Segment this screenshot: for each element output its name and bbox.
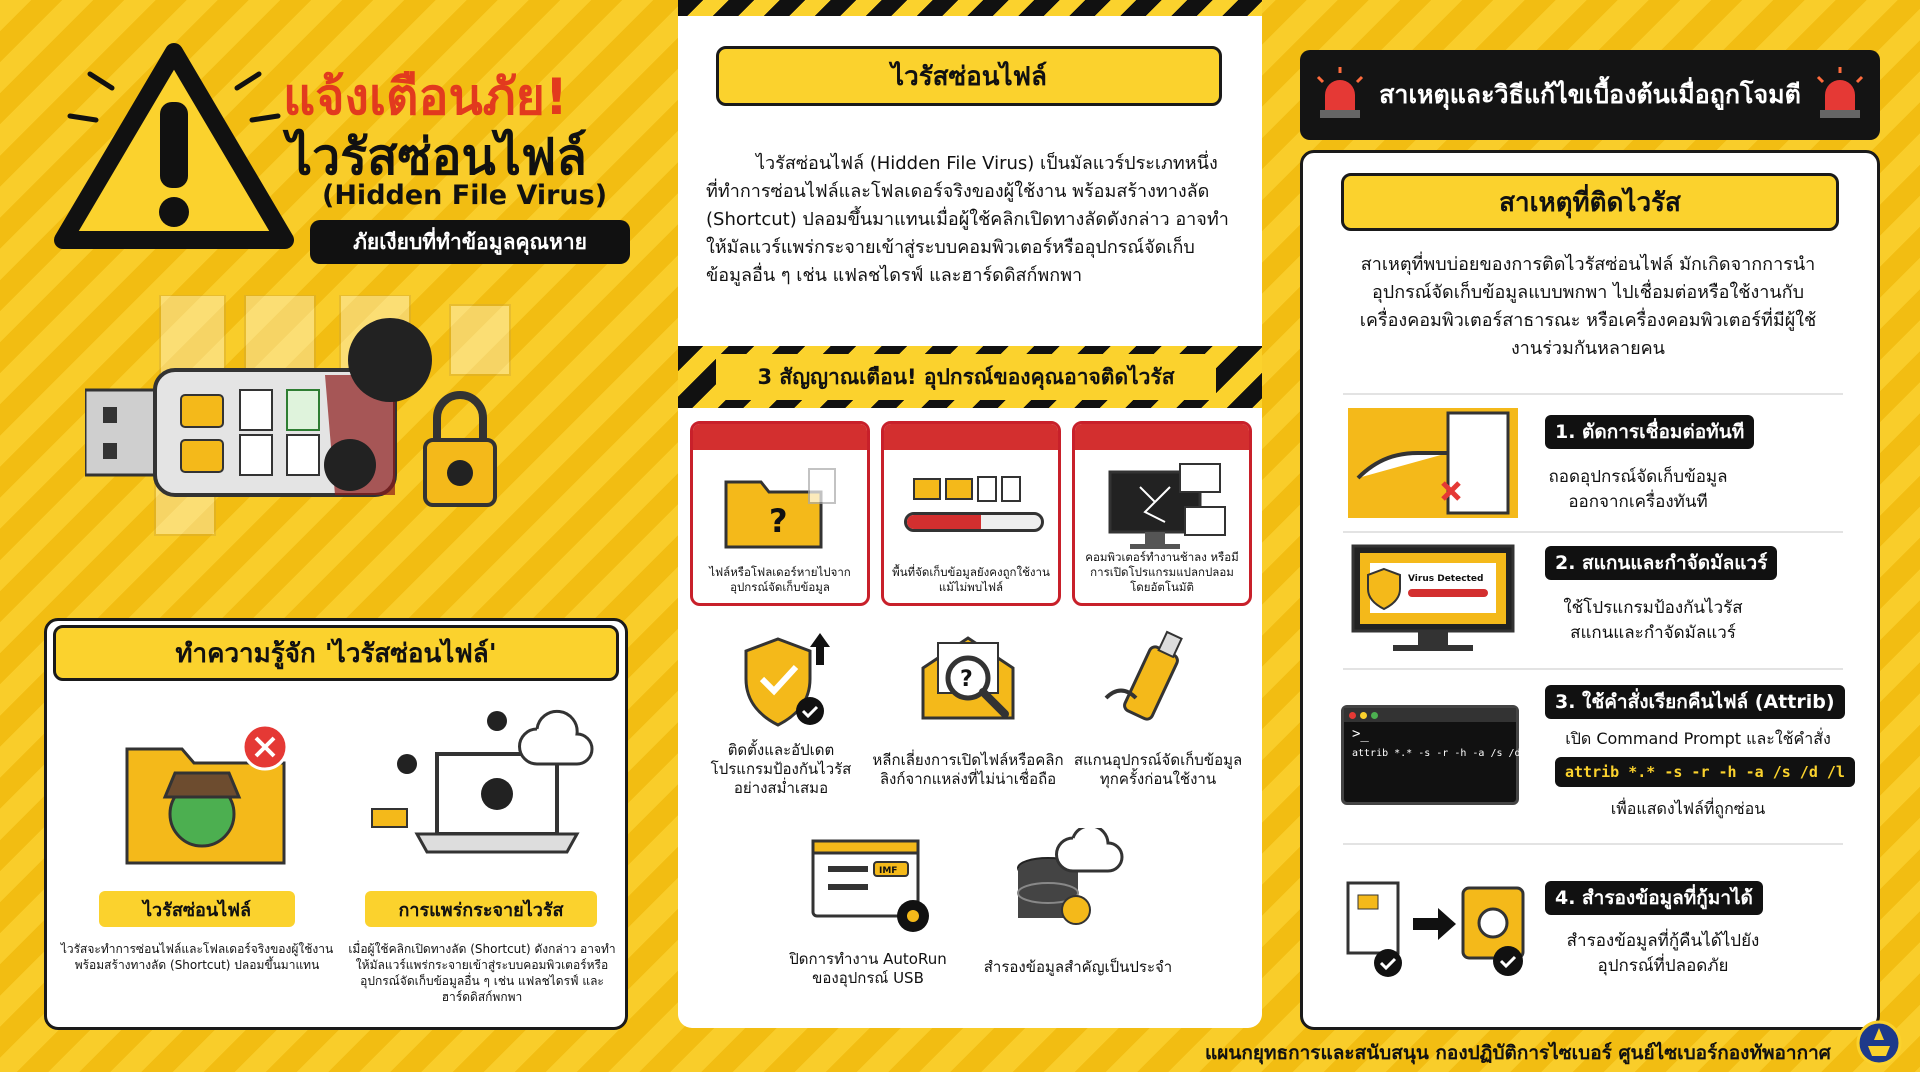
tip-3-text: สแกนอุปกรณ์จัดเก็บข้อมูลทุกครั้งก่อนใช้ง…: [1073, 751, 1243, 788]
middle-panel: ไวรัสซ่อนไฟล์ ไวรัสซ่อนไฟล์ (Hidden File…: [678, 16, 1262, 1028]
step-3-desc: เปิด Command Prompt และใช้คำสั่ง: [1565, 729, 1831, 748]
infected-usb-illustration: [85, 295, 511, 536]
imf-label: IMF: [879, 866, 897, 876]
alarm-light-icon: [1316, 67, 1364, 118]
air-force-emblem-icon: [1856, 1020, 1902, 1066]
alarm-light-icon-right: [1816, 67, 1864, 118]
sign-card-2: พื้นที่จัดเก็บข้อมูลยังคงถูกใช้งาน แม้ไม…: [881, 421, 1061, 606]
virus-spread-laptop-icon: [371, 709, 594, 854]
step-3-title: 3. ใช้คำสั่งเรียกคืนไฟล์ (Attrib): [1545, 685, 1845, 719]
database-backup-icon: [1017, 828, 1124, 925]
solutions-banner: สาเหตุและวิธีแก้ไขเบื้องต้นเมื่อถูกโจมตี: [1300, 50, 1880, 140]
storage-files-icon: [913, 476, 1021, 502]
svg-text:?: ?: [769, 502, 788, 540]
know-panel: ทำความรู้จัก 'ไวรัสซ่อนไฟล์' ไวรัสซ่อนไฟ…: [44, 618, 628, 1030]
step-4-title: 4. สำรองข้อมูลที่กู้มาได้: [1545, 881, 1763, 915]
terminal-close-dot: [1349, 711, 1356, 719]
tip-4-text: ปิดการทำงาน AutoRun ของอุปกรณ์ USB: [789, 950, 947, 987]
alert-heading: แจ้งเตือนภัย!: [283, 68, 568, 126]
step-3-code: attrib *.* -s -r -h -a /s /d /l: [1555, 757, 1855, 787]
warning-title: 3 สัญญาณเตือน! อุปกรณ์ของคุณอาจติดไวรัส: [716, 354, 1216, 400]
know-item1-label: ไวรัสซ่อนไฟล์: [99, 891, 295, 927]
terminal-maximize-dot: [1371, 711, 1378, 719]
autorun-settings-icon: IMF: [811, 839, 929, 932]
know-item1-desc: ไวรัสจะทำการซ่อนไฟล์และโฟลเดอร์จริงของผู…: [60, 942, 334, 972]
hero: แจ้งเตือนภัย! ไวรัสซ่อนไฟล์ (Hidden File…: [30, 30, 630, 610]
terminal-command: attrib *.* -s -r -h -a /s /d /l: [1352, 748, 1539, 759]
unplug-usb-icon: [1348, 408, 1518, 518]
step-1-title: 1. ตัดการเชื่อมต่อทันที: [1545, 415, 1755, 449]
tagline: ภัยเงียบที่ทำข้อมูลคุณหาย: [310, 220, 630, 264]
backup-to-safe-icon: [1346, 881, 1525, 977]
svg-text:?: ?: [960, 667, 973, 692]
know-item2-label: การแพร่กระจายไวรัส: [365, 891, 597, 927]
divider-3: [1343, 668, 1843, 670]
step-4-desc: สำรองข้อมูลที่กู้คืนได้ไปยังอุปกรณ์ที่ปล…: [1566, 931, 1760, 976]
spy-folder-icon: [125, 723, 289, 865]
terminal-window: >_ attrib *.* -s -r -h -a /s /d /l: [1341, 705, 1539, 805]
tip-2-text: หลีกเลี่ยงการเปิดไฟล์หรือคลิกลิงก์จากแหล…: [872, 751, 1064, 788]
virus-detected-label: Virus Detected: [1408, 574, 1483, 584]
solutions-panel: สาเหตุที่ติดไวรัส สาเหตุที่พบบ่อยของการต…: [1300, 150, 1880, 1030]
top-hazard-stripe: [678, 0, 1262, 18]
cause-text: สาเหตุที่พบบ่อยของการติดไวรัสซ่อนไฟล์ มั…: [1359, 254, 1817, 359]
divider-2: [1343, 531, 1843, 533]
terminal-minimize-dot: [1360, 711, 1367, 719]
step-3-desc2: เพื่อแสดงไฟล์ที่ถูกซ่อน: [1610, 799, 1766, 818]
step-2-title: 2. สแกนและกำจัดมัลแวร์: [1545, 546, 1778, 580]
sign-2-text: พื้นที่จัดเก็บข้อมูลยังคงถูกใช้งาน แม้ไม…: [892, 565, 1050, 594]
suspicious-email-icon: ?: [921, 636, 1015, 720]
cause-title: สาเหตุที่ติดไวรัส: [1341, 173, 1839, 231]
tip-1-text: ติดตั้งและอัปเดตโปรแกรมป้องกันไวรัสอย่าง…: [710, 741, 852, 797]
tip-5-text: สำรองข้อมูลสำคัญเป็นประจำ: [983, 958, 1173, 976]
storage-progress-fill: [907, 515, 981, 529]
storage-progress-bar: [904, 512, 1044, 532]
sign-card-3: คอมพิวเตอร์ทำงานช้าลง หรือมีการเปิดโปรแก…: [1072, 421, 1252, 606]
divider-1: [1343, 393, 1843, 395]
step-1-desc: ถอดอุปกรณ์จัดเก็บข้อมูลออกจากเครื่องทันท…: [1548, 467, 1728, 512]
banner-title: สาเหตุและวิธีแก้ไขเบื้องต้นเมื่อถูกโจมตี: [1379, 80, 1801, 109]
middle-title: ไวรัสซ่อนไฟล์: [716, 46, 1222, 106]
divider-4: [1343, 843, 1843, 845]
broken-computer-icon: [1108, 463, 1226, 549]
sign-1-text: ไฟล์หรือโฟลเดอร์หายไปจากอุปกรณ์จัดเก็บข้…: [709, 565, 851, 594]
virus-scan-monitor-icon: Virus Detected: [1351, 544, 1515, 651]
terminal-prompt: >_: [1352, 726, 1369, 742]
shield-update-icon: [744, 633, 830, 727]
missing-folder-icon: ?: [724, 468, 836, 549]
warning-triangle-icon: [54, 43, 294, 249]
sign-card-1: ? ไฟล์หรือโฟลเดอร์หายไปจากอุปกรณ์จัดเก็บ…: [690, 421, 870, 606]
page-subtitle: (Hidden File Virus): [322, 180, 608, 211]
middle-intro: ไวรัสซ่อนไฟล์ (Hidden File Virus) เป็นมั…: [706, 153, 1229, 286]
scan-usb-icon: [1104, 630, 1183, 721]
page-title: ไวรัสซ่อนไฟล์: [287, 128, 587, 186]
footer-credit: แผนกยุทธการและสนับสนุน กองปฏิบัติการไซเบ…: [1205, 1042, 1831, 1064]
step-2-desc: ใช้โปรแกรมป้องกันไวรัสสแกนและกำจัดมัลแวร…: [1563, 598, 1743, 643]
sign-3-text: คอมพิวเตอร์ทำงานช้าลง หรือมีการเปิดโปรแก…: [1085, 550, 1239, 594]
know-title: ทำความรู้จัก 'ไวรัสซ่อนไฟล์': [53, 625, 619, 681]
know-item2-desc: เมื่อผู้ใช้คลิกเปิดทางลัด (Shortcut) ดัง…: [348, 942, 616, 1004]
